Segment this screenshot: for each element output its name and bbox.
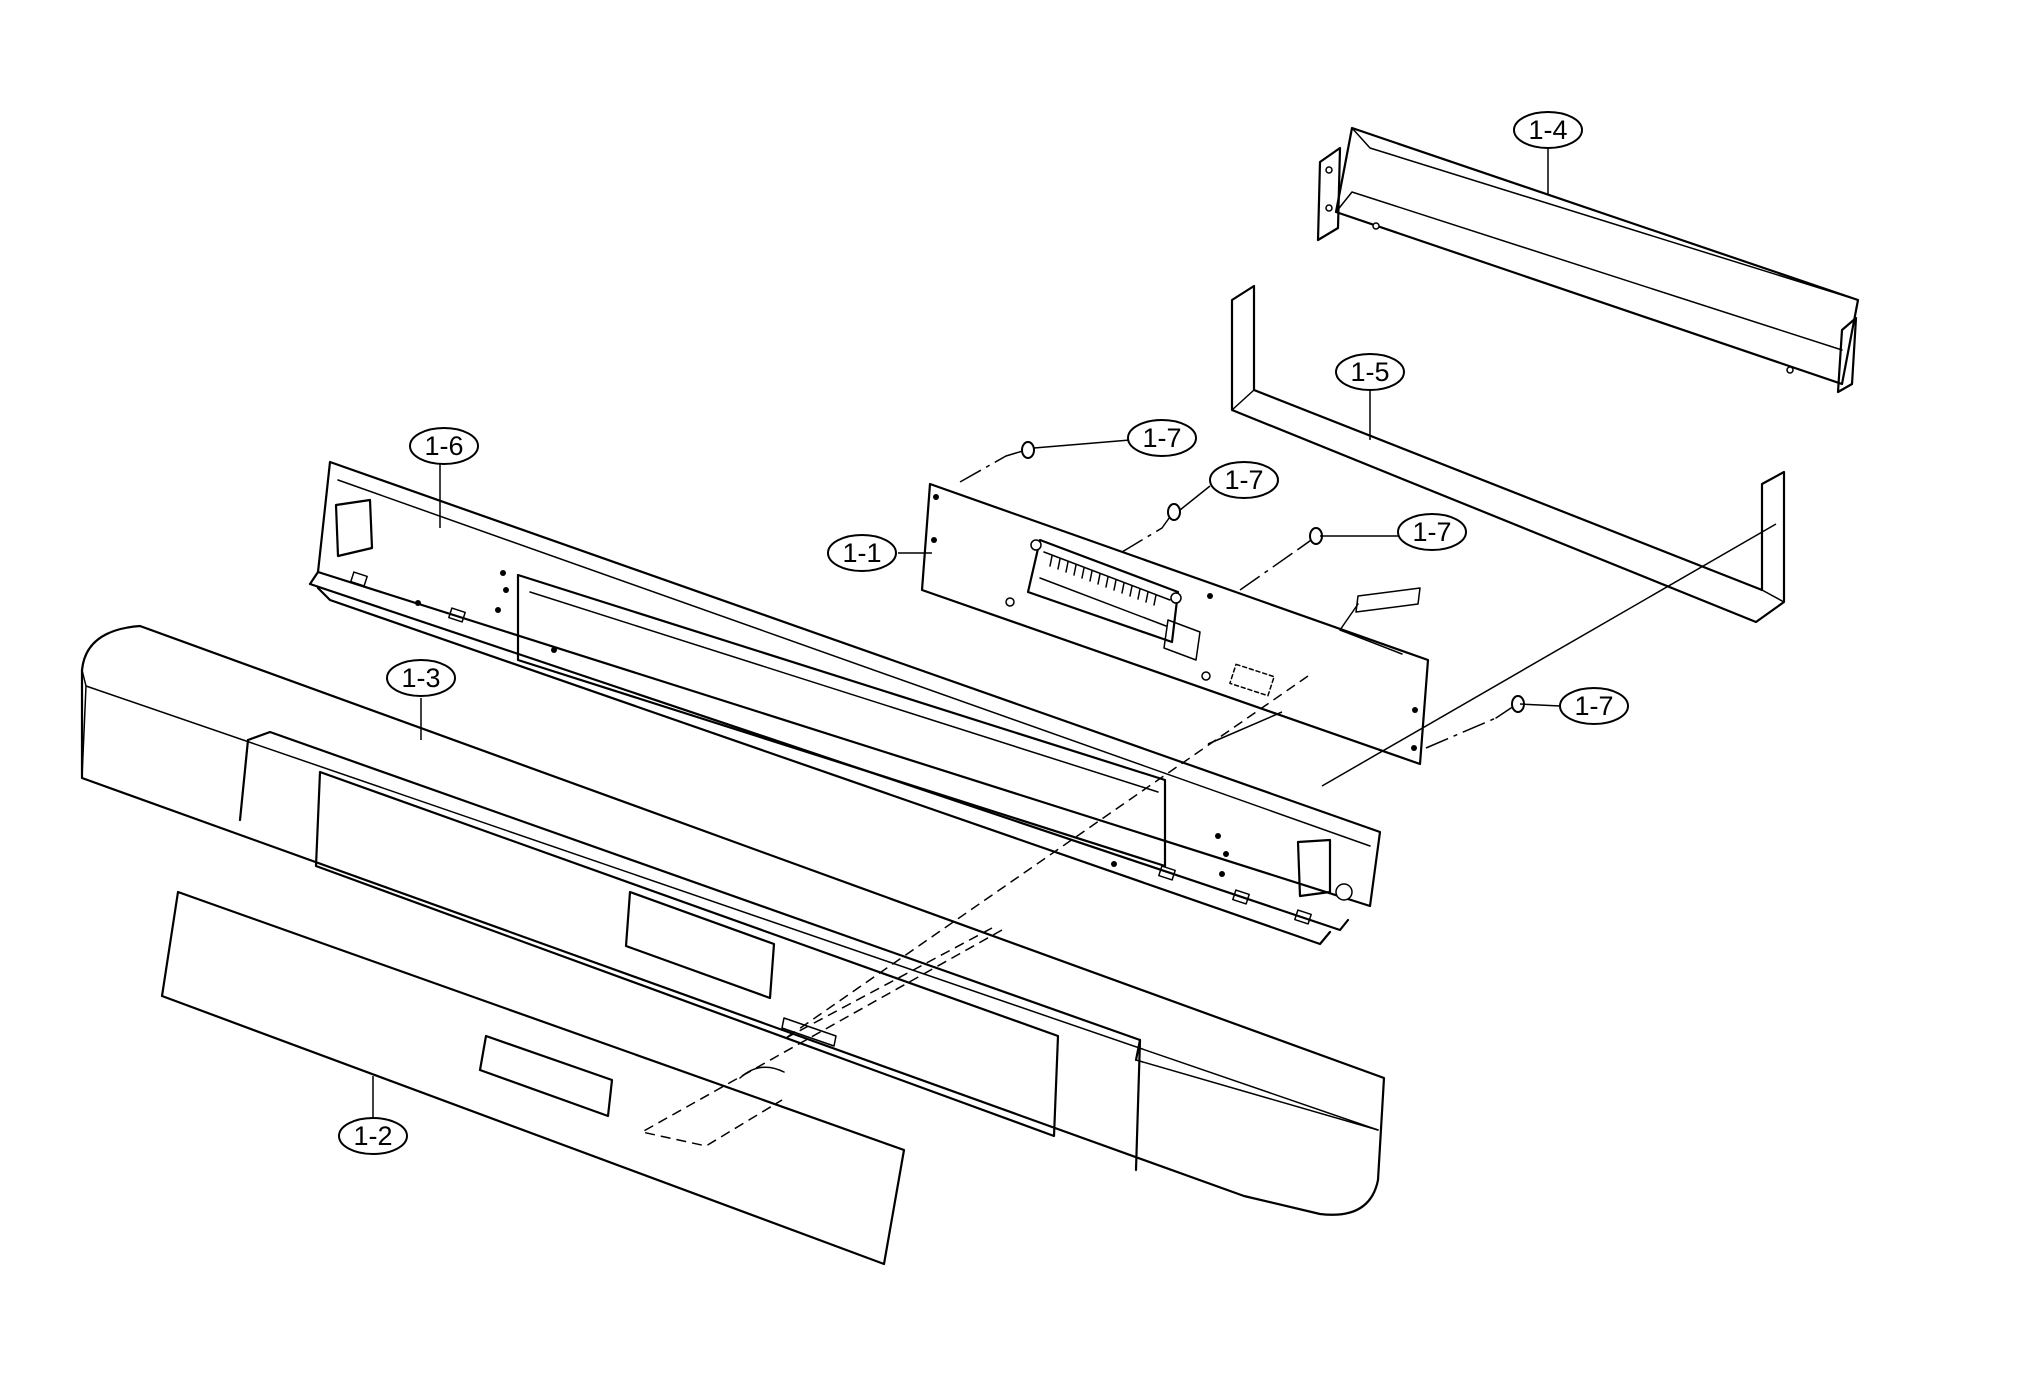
callout-1-1: 1-1 bbox=[827, 534, 897, 572]
part-1-6-rear-plate bbox=[308, 460, 1382, 946]
callout-label: 1-7 bbox=[1574, 691, 1613, 721]
callout-1-3: 1-3 bbox=[386, 659, 456, 697]
screw-c bbox=[1299, 527, 1323, 549]
screw-d bbox=[1495, 695, 1525, 719]
screw-a bbox=[1005, 441, 1035, 459]
part-1-5-u-gasket bbox=[1230, 284, 1786, 624]
part-1-4-channel-bracket bbox=[1316, 126, 1860, 394]
callout-1-2: 1-2 bbox=[338, 1117, 408, 1155]
callout-1-7-b: 1-7 bbox=[1209, 461, 1279, 499]
part-1-1-circuit-board bbox=[920, 482, 1430, 766]
callout-label: 1-1 bbox=[842, 538, 881, 568]
callout-label: 1-3 bbox=[401, 663, 440, 693]
callout-1-7-c: 1-7 bbox=[1397, 513, 1467, 551]
callout-label: 1-6 bbox=[424, 431, 463, 461]
part-1-3-front-housing bbox=[80, 624, 1386, 1216]
connector-pins bbox=[1049, 555, 1157, 606]
assembly-guide-lines bbox=[639, 455, 1777, 1147]
screws-1-7 bbox=[1005, 441, 1525, 719]
callout-label: 1-5 bbox=[1350, 357, 1389, 387]
callout-leaders bbox=[372, 148, 1561, 1118]
part-1-2-overlay-panel bbox=[160, 890, 906, 1266]
callout-1-6: 1-6 bbox=[409, 427, 479, 465]
callout-1-4: 1-4 bbox=[1513, 111, 1583, 149]
plate-clips bbox=[350, 571, 1312, 925]
callout-1-7-d: 1-7 bbox=[1559, 687, 1629, 725]
callout-label: 1-7 bbox=[1224, 465, 1263, 495]
callout-label: 1-7 bbox=[1142, 423, 1181, 453]
callout-1-5: 1-5 bbox=[1335, 353, 1405, 391]
callout-1-7-a: 1-7 bbox=[1127, 419, 1197, 457]
callout-label: 1-2 bbox=[353, 1121, 392, 1151]
callout-label: 1-7 bbox=[1412, 517, 1451, 547]
screw-b bbox=[1161, 503, 1181, 529]
callout-label: 1-4 bbox=[1528, 115, 1567, 145]
